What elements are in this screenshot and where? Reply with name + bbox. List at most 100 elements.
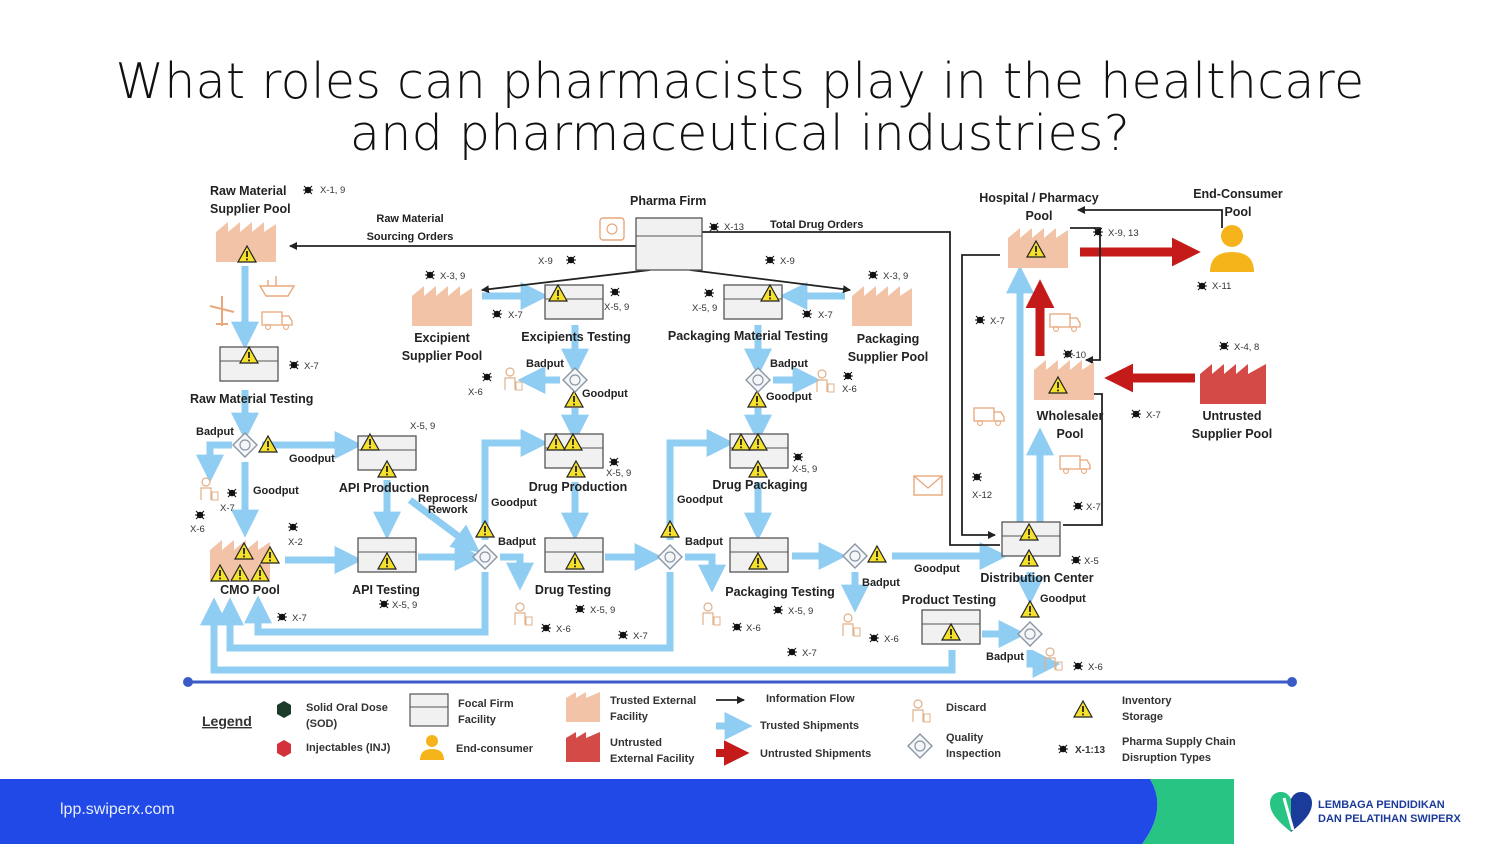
- packaging-testing-label: Packaging Testing: [725, 585, 835, 599]
- svg-text:Information Flow: Information Flow: [766, 693, 855, 705]
- truck-icon: [973, 407, 1005, 427]
- svg-text:Badput: Badput: [986, 651, 1024, 663]
- excipient-supplier-label: Excipient: [414, 331, 470, 345]
- pharma-firm-box: [635, 217, 703, 271]
- title-line-2: and pharmaceutical industries?: [349, 105, 1131, 162]
- packaging-material-testing-label: Packaging Material Testing: [668, 329, 828, 343]
- ship-icon: [258, 276, 296, 297]
- svg-text:Badput: Badput: [685, 536, 723, 548]
- node-labels: Raw Material Supplier Pool Pharma Firm H…: [190, 184, 1283, 607]
- svg-text:X-1:13: X-1:13: [1075, 745, 1105, 756]
- svg-text:X-6: X-6: [884, 634, 899, 645]
- svg-text:X-7: X-7: [220, 503, 235, 514]
- svg-text:X-7: X-7: [1146, 410, 1161, 421]
- svg-text:Supplier Pool: Supplier Pool: [210, 202, 291, 216]
- title-line-1: What roles can pharmacists play in the h…: [115, 53, 1365, 110]
- svg-text:Injectables (INJ): Injectables (INJ): [306, 742, 391, 754]
- svg-text:X-5, 9: X-5, 9: [604, 302, 629, 313]
- hospital-label: Hospital / Pharmacy: [979, 191, 1099, 205]
- svg-text:Goodput: Goodput: [582, 388, 628, 400]
- svg-text:X-6: X-6: [468, 387, 483, 398]
- distribution-center-label: Distribution Center: [980, 571, 1093, 585]
- brand-line-2: DAN PELATIHAN SWIPERX: [1318, 813, 1461, 825]
- api-testing-label: API Testing: [352, 583, 420, 597]
- svg-text:Goodput: Goodput: [1040, 593, 1086, 605]
- svg-text:Facility: Facility: [610, 711, 649, 723]
- svg-text:X-6: X-6: [190, 524, 205, 535]
- svg-text:X-9, 13: X-9, 13: [1108, 228, 1139, 239]
- trusted-facility-icon: [566, 692, 600, 722]
- trusted-shipment-flows: [196, 265, 1061, 678]
- svg-text:X-4, 8: X-4, 8: [1234, 342, 1259, 353]
- slide-title: What roles can pharmacists play in the h…: [0, 56, 1480, 160]
- svg-text:Trusted External: Trusted External: [610, 695, 696, 707]
- inventory-legend-icon: [1073, 700, 1093, 718]
- brand-logo: LEMBAGA PENDIDIKAN DAN PELATIHAN SWIPERX: [1268, 790, 1488, 834]
- svg-text:X-7: X-7: [633, 631, 648, 642]
- svg-text:Badput: Badput: [526, 358, 564, 370]
- svg-text:X-6: X-6: [1088, 662, 1103, 673]
- svg-text:X-5, 9: X-5, 9: [606, 468, 631, 479]
- svg-text:X-6: X-6: [746, 623, 761, 634]
- footer-url[interactable]: lpp.swiperx.com: [60, 801, 175, 818]
- excipient-supplier-facility: [412, 286, 472, 326]
- svg-text:X-5, 9: X-5, 9: [410, 421, 435, 432]
- svg-text:Storage: Storage: [1122, 711, 1163, 723]
- truck-icon: [1049, 313, 1081, 333]
- svg-text:X-10: X-10: [1066, 350, 1086, 361]
- svg-text:X-7: X-7: [802, 648, 817, 659]
- svg-text:End-consumer: End-consumer: [456, 743, 534, 755]
- svg-text:Discard: Discard: [946, 702, 986, 714]
- end-consumer-icon: [1210, 225, 1254, 272]
- disruption-legend-icon: [1057, 744, 1069, 754]
- svg-text:X-9: X-9: [538, 256, 553, 267]
- raw-material-testing-label: Raw Material Testing: [190, 392, 313, 406]
- transport-icons: [209, 217, 1091, 496]
- timeline-bar: [183, 677, 1297, 687]
- svg-text:X-7: X-7: [818, 310, 833, 321]
- svg-text:Inventory: Inventory: [1122, 695, 1172, 707]
- svg-text:Badput: Badput: [862, 577, 900, 589]
- svg-text:Quality: Quality: [946, 732, 984, 744]
- wholesaler-facility: [1034, 360, 1094, 400]
- footer-band: [0, 779, 1234, 844]
- svg-text:(SOD): (SOD): [306, 718, 338, 730]
- svg-text:Badput: Badput: [498, 536, 536, 548]
- packaging-supplier-facility: [852, 286, 912, 326]
- svg-text:Pool: Pool: [1224, 205, 1251, 219]
- legend: Legend Solid Oral Dose (SOD) Injectables…: [202, 692, 1236, 766]
- disruption-codes: X-1, 9 X-13 X-9, 13 X-11 X-9 X-9 X-3, 9 …: [190, 185, 1259, 673]
- excipients-testing-label: Excipients Testing: [521, 330, 631, 344]
- svg-text:X-5, 9: X-5, 9: [590, 605, 615, 616]
- svg-text:Badput: Badput: [196, 426, 234, 438]
- legend-title: Legend: [202, 713, 252, 729]
- svg-text:X-11: X-11: [1212, 281, 1231, 292]
- svg-text:X-1, 9: X-1, 9: [320, 185, 345, 196]
- svg-text:Pool: Pool: [1056, 427, 1083, 441]
- cmo-pool-label: CMO Pool: [220, 583, 280, 597]
- heart-logo-icon: [1270, 792, 1312, 832]
- svg-text:Solid Oral Dose: Solid Oral Dose: [306, 702, 388, 714]
- inventory-markers: [210, 240, 1068, 641]
- svg-text:X-7: X-7: [508, 310, 523, 321]
- svg-text:X-5, 9: X-5, 9: [788, 606, 813, 617]
- end-consumer-label: End-Consumer: [1193, 187, 1283, 201]
- svg-text:X-7: X-7: [304, 361, 319, 372]
- svg-text:Raw Material: Raw Material: [376, 213, 443, 225]
- focal-firm-icon: [409, 693, 449, 727]
- svg-text:X-6: X-6: [556, 624, 571, 635]
- svg-text:Untrusted Shipments: Untrusted Shipments: [760, 748, 871, 760]
- svg-text:X-7: X-7: [990, 316, 1005, 327]
- svg-text:Badput: Badput: [770, 358, 808, 370]
- product-testing-label: Product Testing: [902, 593, 996, 607]
- api-production-label: API Production: [339, 481, 429, 495]
- svg-text:Goodput: Goodput: [289, 453, 335, 465]
- wholesaler-label: Wholesaler: [1037, 409, 1104, 423]
- svg-text:Goodput: Goodput: [914, 563, 960, 575]
- svg-text:Inspection: Inspection: [946, 748, 1001, 760]
- svg-text:Reprocess/: Reprocess/: [418, 493, 477, 505]
- svg-text:Pool: Pool: [1025, 209, 1052, 223]
- envelope-icon: [913, 475, 943, 496]
- svg-text:Focal Firm: Focal Firm: [458, 698, 514, 710]
